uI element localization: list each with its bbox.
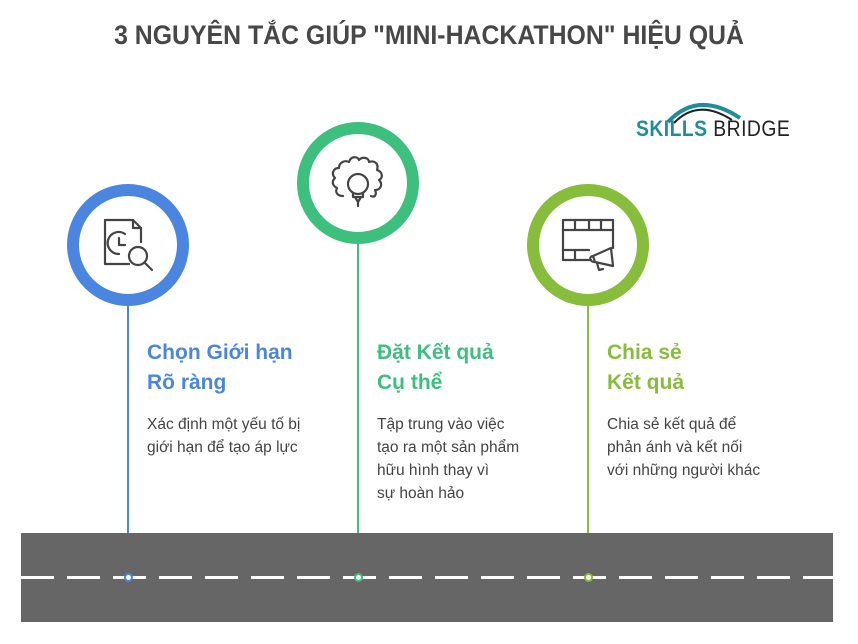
principle-2-heading: Đặt Kết quả Cụ thể — [377, 341, 494, 394]
connector-line-3 — [587, 300, 589, 577]
bridge-arc-icon — [666, 103, 742, 124]
principle-1-heading: Chọn Giới hạn Rõ ràng — [147, 341, 293, 394]
gear-lightbulb-icon — [331, 156, 383, 208]
logo-bridge-text: BRIDGE — [707, 116, 791, 141]
principle-3-description: Chia sẻ kết quả để phản ánh và kết nối v… — [607, 416, 761, 479]
logo-skills-text: SKILLS — [636, 116, 708, 141]
logo-text: SKILLS BRIDGE — [636, 116, 790, 142]
film-megaphone-icon — [561, 218, 615, 272]
principle-3-heading: Chia sẻ Kết quả — [607, 341, 685, 394]
principle-2-description: Tập trung vào việc tạo ra một sản phẩm h… — [377, 416, 520, 502]
principle-3-circle — [527, 184, 649, 306]
skills-bridge-logo: SKILLS BRIDGE — [636, 96, 790, 144]
principle-2-circle — [297, 122, 419, 244]
road-lane-dashes — [21, 576, 833, 579]
connector-line-1 — [127, 300, 129, 577]
road-timeline — [21, 533, 833, 622]
page-title: 3 NGUYÊN TẮC GIÚP "MINI-HACKATHON" HIỆU … — [114, 20, 744, 50]
connector-line-2 — [357, 240, 359, 577]
document-clock-search-icon — [103, 218, 154, 272]
principle-1-circle — [67, 184, 189, 306]
principle-1-description: Xác định một yếu tố bị giới hạn để tạo á… — [147, 416, 301, 456]
timeline-node-3 — [584, 573, 593, 582]
timeline-node-1 — [124, 573, 133, 582]
timeline-node-2 — [354, 573, 363, 582]
